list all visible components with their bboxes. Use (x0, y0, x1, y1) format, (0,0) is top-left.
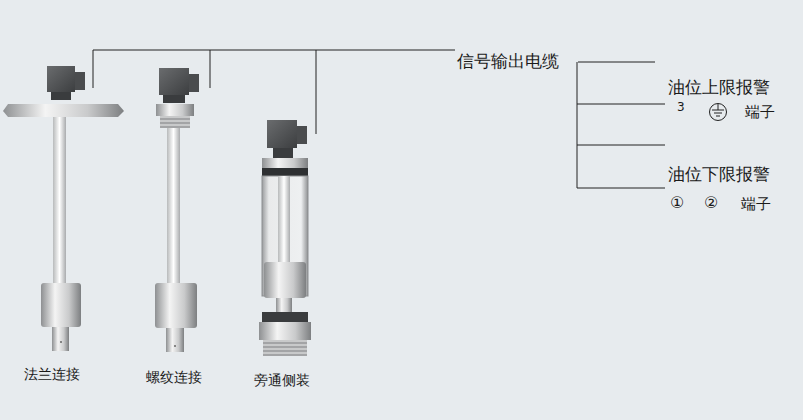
flange-float-switch (3, 66, 124, 351)
mount-type-label: 螺纹连接 (146, 370, 202, 385)
terminal-label: 端子 (741, 196, 771, 213)
ground-symbol (710, 104, 727, 121)
alarm-label: 油位下限报警 (668, 165, 770, 184)
mount-type-label: 旁通侧装 (254, 373, 310, 388)
terminal-label: 端子 (745, 104, 775, 121)
side-mount-float-switch (259, 120, 311, 356)
mount-type-label: 法兰连接 (24, 367, 80, 382)
thread-float-switch (155, 68, 199, 352)
terminal-number: ① (670, 194, 684, 212)
alarm-label: 油位上限报警 (668, 78, 770, 97)
terminal-number: ② (704, 194, 718, 212)
cable-label: 信号输出电缆 (457, 52, 559, 71)
terminal-number: 3 (677, 101, 685, 114)
